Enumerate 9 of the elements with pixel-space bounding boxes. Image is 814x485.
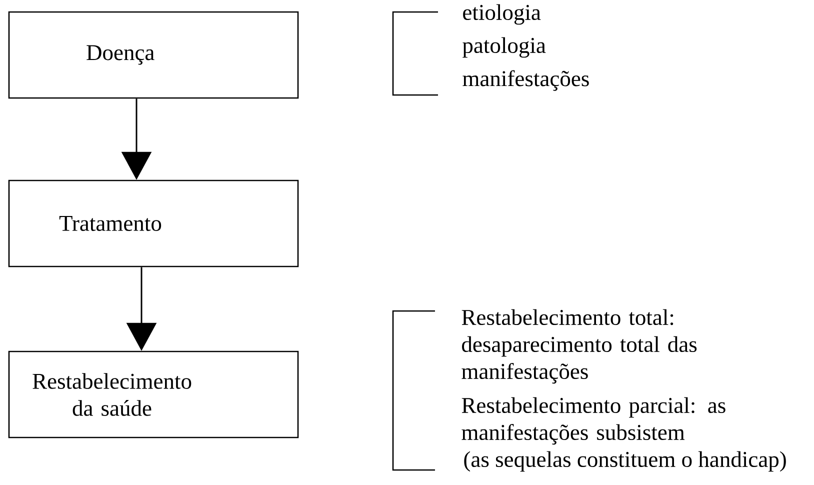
label-text: (as sequelas constituem o handicap) — [464, 451, 786, 472]
label-text: patologia — [462, 37, 546, 58]
label-text: etiologia — [463, 4, 541, 25]
label-text: Restabelecimento total: desaparecimento total das manifestações — [462, 309, 697, 384]
process-box: Doença — [8, 11, 299, 99]
process-box: Restabelecimento da saúde — [8, 350, 299, 438]
label-text: Restabelecimento parcial: as manifestações subsistem — [462, 397, 726, 445]
label-text: manifestações — [462, 70, 589, 91]
process-box: Tratamento — [8, 180, 299, 268]
